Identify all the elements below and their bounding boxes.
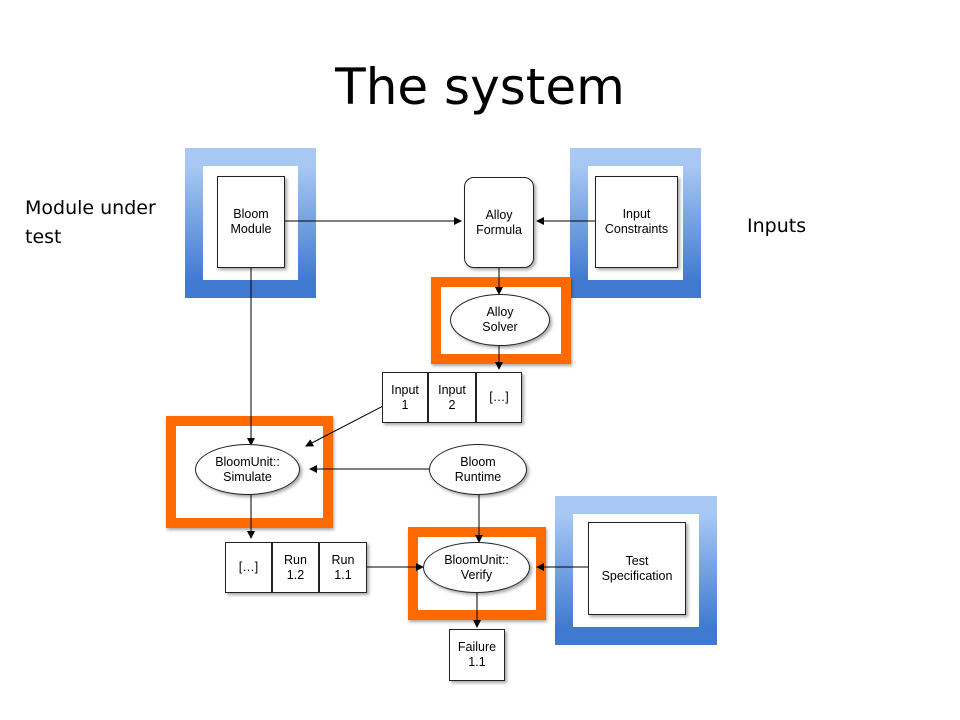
inputs-label: Inputs xyxy=(747,215,807,237)
run-cell-1-1: Run 1.1 xyxy=(319,542,367,593)
bloom-runtime-oval: Bloom Runtime xyxy=(429,444,527,495)
bloom-module-box: Bloom Module xyxy=(217,176,285,268)
bloomunit-simulate-oval: BloomUnit:: Simulate xyxy=(195,444,300,495)
input-cell-1: Input 1 xyxy=(382,372,428,423)
slide-title: The system xyxy=(335,58,625,116)
test-specification-box: Test Specification xyxy=(588,522,686,615)
input-cell-2: Input 2 xyxy=(428,372,476,423)
input-cell-more: […] xyxy=(476,372,522,423)
alloy-formula-box: Alloy Formula xyxy=(464,177,534,268)
inputs-frame xyxy=(570,148,701,298)
module-under-test-label: Module under test xyxy=(25,197,156,248)
bloomunit-verify-oval: BloomUnit:: Verify xyxy=(423,542,530,593)
run-cell-1-2: Run 1.2 xyxy=(272,542,319,593)
inputs-to-simulate-arrow xyxy=(305,405,384,447)
alloy-solver-oval: Alloy Solver xyxy=(450,294,550,346)
run-cell-more: […] xyxy=(225,542,272,593)
failure-box: Failure 1.1 xyxy=(449,629,505,681)
input-constraints-box: Input Constraints xyxy=(595,176,678,268)
